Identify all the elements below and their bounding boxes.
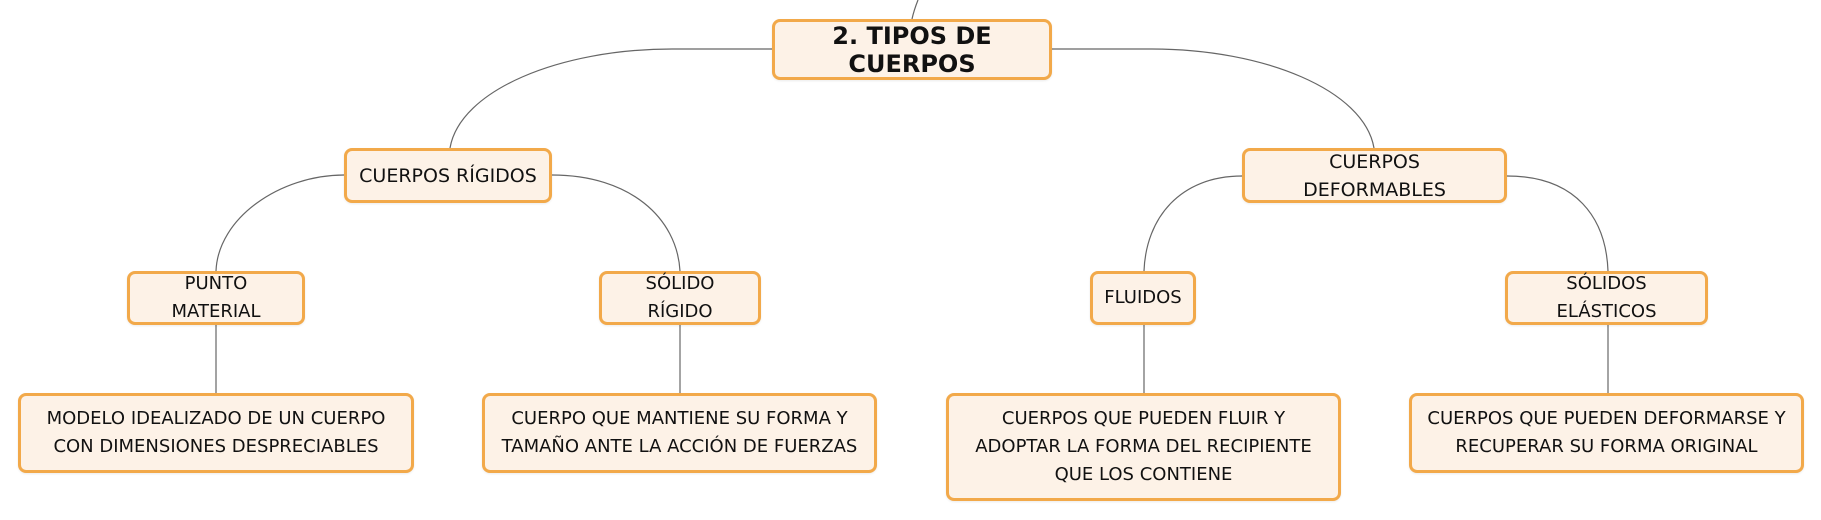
- connector-root-to-rigidos: [449, 48, 772, 149]
- connector-parent-to-root: [911, 0, 919, 20]
- child-node-solido-rigido[interactable]: SÓLIDO RÍGIDO: [599, 271, 761, 325]
- child-node-fluidos[interactable]: FLUIDOS: [1090, 271, 1196, 325]
- branch-node-cuerpos-rigidos[interactable]: CUERPOS RÍGIDOS: [344, 148, 552, 203]
- root-node[interactable]: 2. TIPOS DE CUERPOS: [772, 19, 1052, 80]
- connector-rigidos-to-solido: [551, 174, 681, 272]
- description-node-solidos-elasticos[interactable]: CUERPOS QUE PUEDEN DEFORMARSE Y RECUPERA…: [1409, 393, 1804, 473]
- connector-deformables-to-fluidos: [1143, 175, 1243, 272]
- child-node-punto-material[interactable]: PUNTO MATERIAL: [127, 271, 305, 325]
- branch-node-cuerpos-deformables[interactable]: CUERPOS DEFORMABLES: [1242, 148, 1507, 203]
- connector-root-to-deformables: [1052, 48, 1375, 149]
- connector-deformables-to-elasticos: [1506, 175, 1609, 272]
- description-node-fluidos[interactable]: CUERPOS QUE PUEDEN FLUIR Y ADOPTAR LA FO…: [946, 393, 1341, 501]
- connector-rigidos-to-punto: [215, 174, 345, 272]
- description-node-punto-material[interactable]: MODELO IDEALIZADO DE UN CUERPO CON DIMEN…: [18, 393, 414, 473]
- child-node-solidos-elasticos[interactable]: SÓLIDOS ELÁSTICOS: [1505, 271, 1708, 325]
- description-node-solido-rigido[interactable]: CUERPO QUE MANTIENE SU FORMA Y TAMAÑO AN…: [482, 393, 877, 473]
